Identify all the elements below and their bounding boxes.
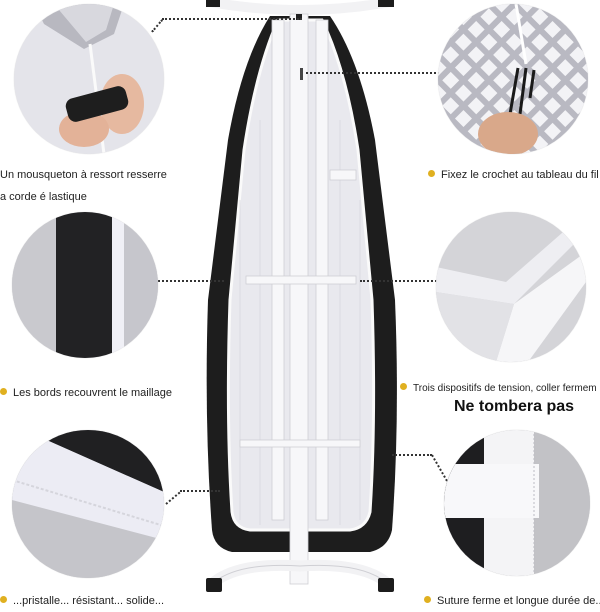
caption-seam-text: ...pristalle... résistant... solide... — [13, 595, 165, 607]
bullet-icon — [400, 383, 407, 390]
spring-clip-photo — [34, 4, 144, 154]
callout-line-tension — [360, 280, 440, 282]
callout-line-seam — [180, 490, 220, 492]
bullet-icon — [0, 388, 7, 395]
edges-photo — [12, 212, 158, 358]
caption-spring-clip: Un mousqueton à ressort resserre a corde… — [0, 164, 167, 208]
detail-circle-stitching — [444, 430, 590, 576]
caption-edges-text: Les bords recouvrent le maillage — [13, 387, 172, 399]
detail-circle-spring-clip — [14, 4, 164, 154]
detail-circle-seam — [12, 430, 164, 578]
caption-stitching-text: Suture ferme et longue durée de... — [437, 595, 600, 607]
stitching-photo — [444, 430, 590, 576]
hook-photo — [438, 4, 588, 154]
callout-line-spring-clip-diag — [151, 19, 164, 33]
caption-spring-clip-line-1: Un mousqueton à ressort resserre — [0, 169, 167, 181]
detail-circle-tension — [436, 212, 586, 362]
caption-hook: Fixez le crochet au tableau du fil — [428, 164, 599, 186]
caption-seam: ...pristalle... résistant... solide... — [0, 590, 164, 612]
bullet-icon — [428, 170, 435, 177]
callout-line-stitching — [392, 454, 432, 456]
callout-line-edges — [158, 280, 224, 282]
callout-line-seam-diag — [165, 491, 181, 505]
caption-tension: Trois dispositifs de tension, coller fer… — [400, 378, 597, 400]
caption-stitching: Suture ferme et longue durée de... — [424, 590, 600, 612]
seam-photo — [12, 430, 164, 578]
callout-line-hook — [306, 72, 440, 74]
tension-photo — [436, 212, 586, 362]
caption-spring-clip-line-2: a corde é lastique — [0, 191, 87, 203]
caption-edges: Les bords recouvrent le maillage — [0, 382, 172, 404]
detail-circle-hook — [438, 4, 588, 154]
detail-circle-edges — [12, 212, 158, 358]
caption-hook-text: Fixez le crochet au tableau du fil — [441, 169, 599, 181]
caption-tension-text: Trois dispositifs de tension, coller fer… — [413, 383, 597, 394]
callout-line-spring-clip — [162, 18, 302, 20]
ironing-board — [200, 0, 400, 600]
caption-tension-emphasis: Ne tombera pas — [454, 398, 575, 415]
ironing-board-illustration — [206, 0, 397, 592]
